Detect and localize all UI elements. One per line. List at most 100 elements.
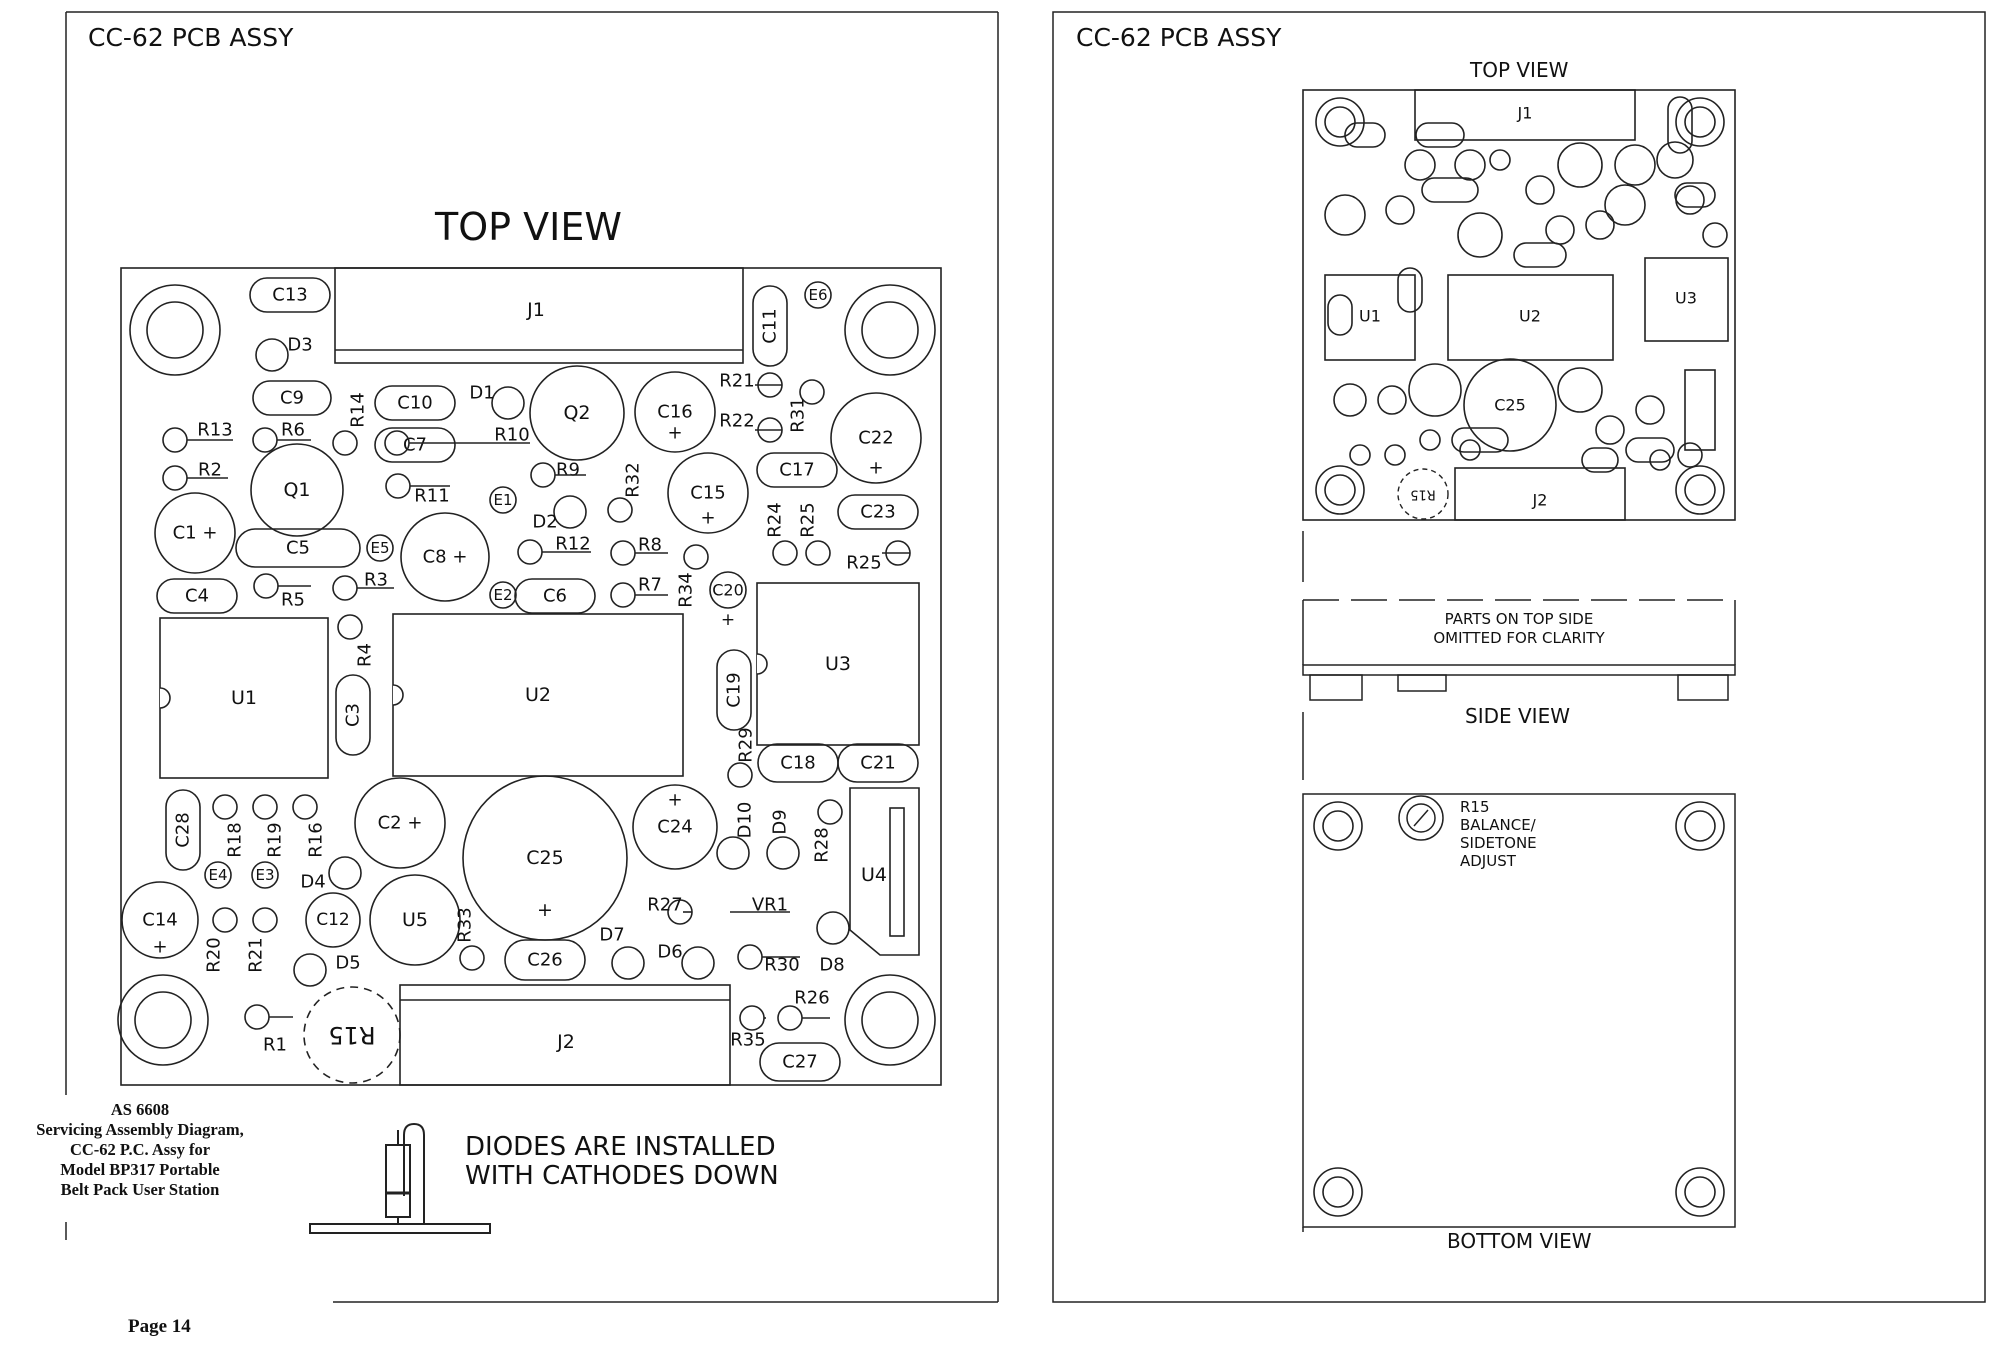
mini-part-12 (1702, 222, 1728, 248)
c7-cap-label: C7 (403, 435, 427, 456)
mini-u1-label: U1 (1359, 307, 1381, 326)
d4-diode (328, 856, 362, 890)
d6-diode-label: D6 (657, 942, 682, 963)
c1-cap (154, 492, 236, 574)
r3-res (332, 575, 358, 601)
mini-c25 (1463, 358, 1557, 452)
u5-ic-label: U5 (402, 909, 428, 931)
mini-hole-2 (1315, 465, 1365, 515)
svg-text:WITH CATHODES DOWN: WITH CATHODES DOWN (465, 1161, 779, 1191)
r12-res-label: R12 (555, 534, 590, 555)
c28-cap-label: C28 (173, 812, 194, 847)
c21-cap-label: C21 (860, 753, 895, 774)
mini-part-8 (1545, 215, 1575, 245)
r20-res (252, 907, 278, 933)
c20-plus: + (721, 610, 735, 630)
r15-trimmer-bottom (1398, 795, 1444, 841)
right-top-view-label: TOP VIEW (1469, 58, 1569, 82)
r29-res (727, 762, 753, 788)
mini-part-21 (1384, 444, 1406, 466)
d5-diode (293, 953, 327, 987)
r6-res-label: R6 (281, 420, 305, 441)
bottom-hole-2 (1313, 1167, 1363, 1217)
r26-res-label: R26 (794, 988, 829, 1009)
c26-cap-label: C26 (527, 950, 562, 971)
u1-ic-notch (159, 687, 171, 709)
mini-part-0 (1404, 149, 1436, 181)
u4-label: U4 (861, 864, 887, 886)
bottom-view (1302, 793, 1736, 1232)
r19-res (212, 907, 238, 933)
c23-cap-label: C23 (860, 502, 895, 523)
mini-part-6 (1385, 195, 1415, 225)
r14-res-label: R14 (348, 392, 369, 427)
bottom-mounting-holes (1313, 801, 1725, 1217)
r25b-res-label: R25 (846, 553, 881, 574)
mini-u1 (1324, 274, 1416, 361)
r3-res-label: R3 (364, 570, 388, 591)
r13-res-label: R13 (197, 420, 232, 441)
j1-connector (334, 267, 744, 364)
c25-plus: + (537, 899, 553, 921)
c27-cap (759, 1042, 841, 1082)
j2-label: J2 (556, 1031, 575, 1053)
r27-res-label: R27 (647, 895, 682, 916)
bottom-hole-inner-0 (1322, 810, 1354, 842)
q2-transistor-label: Q2 (563, 402, 590, 424)
d9-diode-label: D9 (770, 809, 791, 834)
mini-part-20 (1349, 444, 1371, 466)
r15-label: R15 (328, 1021, 375, 1049)
left-view-label: TOP VIEW (434, 205, 622, 249)
r21-res-label: R21 (719, 371, 754, 392)
r18-res (252, 794, 278, 820)
c23-cap (837, 494, 919, 530)
mini-part-11 (1675, 185, 1705, 215)
mounting-hole-1 (844, 284, 936, 376)
c24-cap (632, 784, 718, 870)
c5-cap (235, 528, 361, 568)
c12-cap-label: C12 (316, 910, 350, 930)
c19-cap-label: C19 (724, 672, 745, 707)
mini-j1 (1414, 89, 1636, 141)
mini-cap-5 (1674, 182, 1716, 208)
r15-note-2: BALANCE/ (1460, 816, 1537, 834)
c11-cap-label: C11 (760, 308, 781, 343)
r15-note-3: SIDETONE (1460, 834, 1537, 852)
mini-cap-0 (1344, 122, 1386, 148)
c14-plus: + (152, 937, 167, 958)
mini-r15-label: R15 (1410, 487, 1436, 502)
u4-ic (849, 787, 920, 956)
r1-res-label: R1 (263, 1035, 287, 1056)
r4-res-label: R4 (355, 643, 376, 667)
e1-testpoint (489, 486, 517, 514)
e6-testpoint (804, 281, 832, 309)
u5-ic (369, 874, 461, 966)
r7-res (610, 582, 636, 608)
mini-part-5 (1324, 194, 1366, 236)
mini-u2 (1447, 274, 1614, 361)
caption: AS 6608 Servicing Assembly Diagram, CC-6… (0, 1100, 280, 1200)
r13-res (162, 427, 188, 453)
r10-res-label: R10 (494, 425, 529, 446)
c22-cap (830, 392, 922, 484)
r30-res-label: R30 (764, 955, 799, 976)
e3-testpoint (251, 861, 279, 889)
c3-cap-label: C3 (343, 703, 364, 727)
c16-cap (634, 371, 716, 453)
mini-part-16 (1557, 367, 1603, 413)
mini-r15 (1397, 468, 1449, 520)
mini-c25-label: C25 (1494, 396, 1526, 415)
c8-cap-label: C8 + (423, 547, 468, 568)
mini-hole-inner-3 (1684, 474, 1716, 506)
u4-ic-inner (889, 807, 905, 937)
e5-testpoint-label: E5 (370, 539, 389, 557)
c14-cap-label: C14 (142, 910, 177, 931)
right-panel-frame (1052, 11, 1986, 1303)
c7-cap (374, 427, 456, 463)
e2-testpoint-label: E2 (493, 586, 512, 604)
side-view (1302, 531, 1736, 780)
mini-cap-10 (1581, 447, 1619, 473)
d6-diode (681, 946, 715, 980)
bottom-hole-0 (1313, 801, 1363, 851)
mounting-hole-inner-2 (134, 991, 192, 1049)
